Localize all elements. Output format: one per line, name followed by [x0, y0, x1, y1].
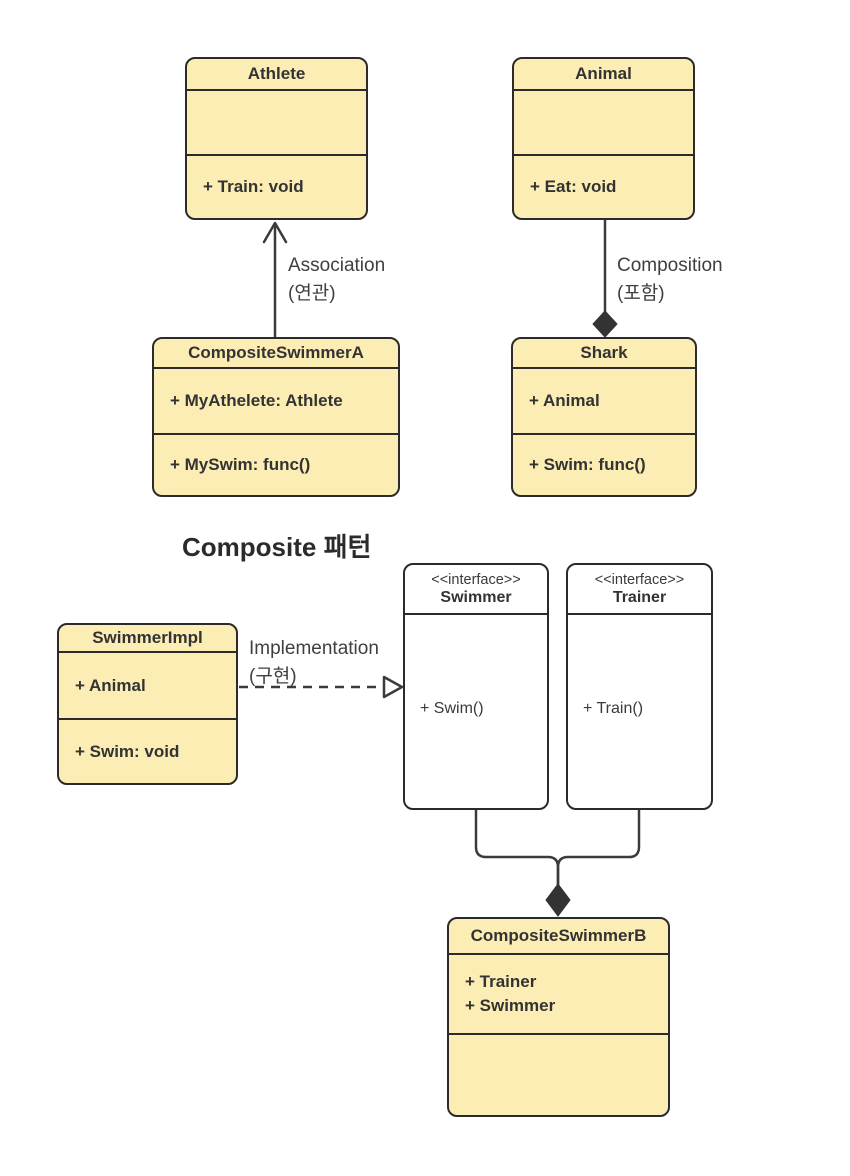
class-animal-operation: + Eat: void — [530, 177, 617, 196]
class-composite-swimmer-a-operations: + MySwim: func() — [154, 433, 398, 495]
interface-trainer-stereotype: <<interface>> — [594, 571, 685, 588]
class-composite-swimmer-a-attributes: + MyAthelete: Athlete — [154, 367, 398, 433]
class-composite-swimmer-a-name: CompositeSwimmerA — [188, 343, 364, 362]
class-shark-operations: + Swim: func() — [513, 433, 695, 495]
composition-label-en: Composition — [617, 255, 723, 276]
class-shark-name: Shark — [580, 343, 628, 362]
class-swimmer-impl-name: SwimmerImpl — [92, 628, 203, 647]
interface-trainer-name: Trainer — [612, 588, 667, 606]
class-athlete-attributes — [187, 89, 366, 154]
class-animal-name: Animal — [575, 64, 632, 83]
class-animal-attributes — [514, 89, 693, 154]
interface-trainer-header: <<interface>> Trainer — [568, 565, 711, 613]
composition-diamond-icon — [592, 310, 618, 338]
class-swimmer-impl: SwimmerImpl + Animal + Swim: void — [57, 623, 238, 785]
interface-swimmer-name: Swimmer — [440, 588, 512, 606]
class-composite-swimmer-b: CompositeSwimmerB + Trainer + Swimmer — [447, 917, 670, 1117]
interface-trainer: <<interface>> Trainer + Train() — [566, 563, 713, 810]
class-composite-swimmer-b-attribute: + Trainer — [465, 972, 537, 991]
association-label-kr: (연관) — [288, 283, 336, 304]
class-composite-swimmer-b-name: CompositeSwimmerB — [470, 926, 647, 945]
class-animal-operations: + Eat: void — [514, 154, 693, 218]
composition-label-kr: (포함) — [617, 283, 665, 304]
class-athlete-operations: + Train: void — [187, 154, 366, 218]
interface-swimmer-operations: + Swim() — [405, 613, 547, 808]
class-athlete-name: Athlete — [247, 64, 306, 83]
association-label: Association (연관) — [288, 252, 385, 308]
class-composite-swimmer-a: CompositeSwimmerA + MyAthelete: Athlete … — [152, 337, 400, 497]
class-animal: Animal + Eat: void — [512, 57, 695, 220]
class-athlete: Athlete + Train: void — [185, 57, 368, 220]
class-composite-swimmer-b-attributes: + Trainer + Swimmer — [449, 953, 668, 1033]
interface-swimmer-header: <<interface>> Swimmer — [405, 565, 547, 613]
association-label-en: Association — [288, 255, 386, 276]
interface-swimmer-stereotype: <<interface>> — [431, 571, 521, 588]
merge-line-right — [556, 808, 641, 890]
composition-diamond-b-icon — [545, 883, 571, 917]
interface-trainer-operation: + Train() — [583, 700, 644, 717]
implementation-arrowhead-icon — [382, 675, 404, 699]
class-composite-swimmer-b-operations — [449, 1033, 668, 1115]
composition-label: Composition (포함) — [617, 252, 723, 308]
implementation-label-en: Implementation — [249, 638, 379, 659]
class-swimmer-impl-operation: + Swim: void — [75, 741, 180, 761]
association-arrowhead-icon — [262, 221, 288, 244]
class-composite-swimmer-a-attribute: + MyAthelete: Athlete — [170, 391, 343, 410]
class-composite-swimmer-b-attribute: + Swimmer — [465, 996, 556, 1015]
interface-swimmer: <<interface>> Swimmer + Swim() — [403, 563, 549, 810]
diagram-section-title: Composite 패턴 — [182, 532, 372, 562]
class-shark-operation: + Swim: func() — [529, 455, 646, 474]
class-shark-attributes: + Animal — [513, 367, 695, 433]
merge-line-left — [474, 808, 560, 890]
class-shark: Shark + Animal + Swim: func() — [511, 337, 697, 497]
class-composite-swimmer-a-operation: + MySwim: func() — [170, 455, 311, 474]
class-shark-attribute: + Animal — [529, 391, 600, 410]
class-swimmer-impl-operations: + Swim: void — [59, 718, 236, 783]
class-swimmer-impl-attributes: + Animal — [59, 651, 236, 718]
class-swimmer-impl-attribute: + Animal — [75, 675, 146, 695]
interface-swimmer-operation: + Swim() — [420, 700, 484, 717]
class-athlete-operation: + Train: void — [203, 177, 304, 196]
implementation-label: Implementation (구현) — [249, 635, 379, 691]
implementation-label-kr: (구현) — [249, 666, 297, 687]
interface-trainer-operations: + Train() — [568, 613, 711, 808]
